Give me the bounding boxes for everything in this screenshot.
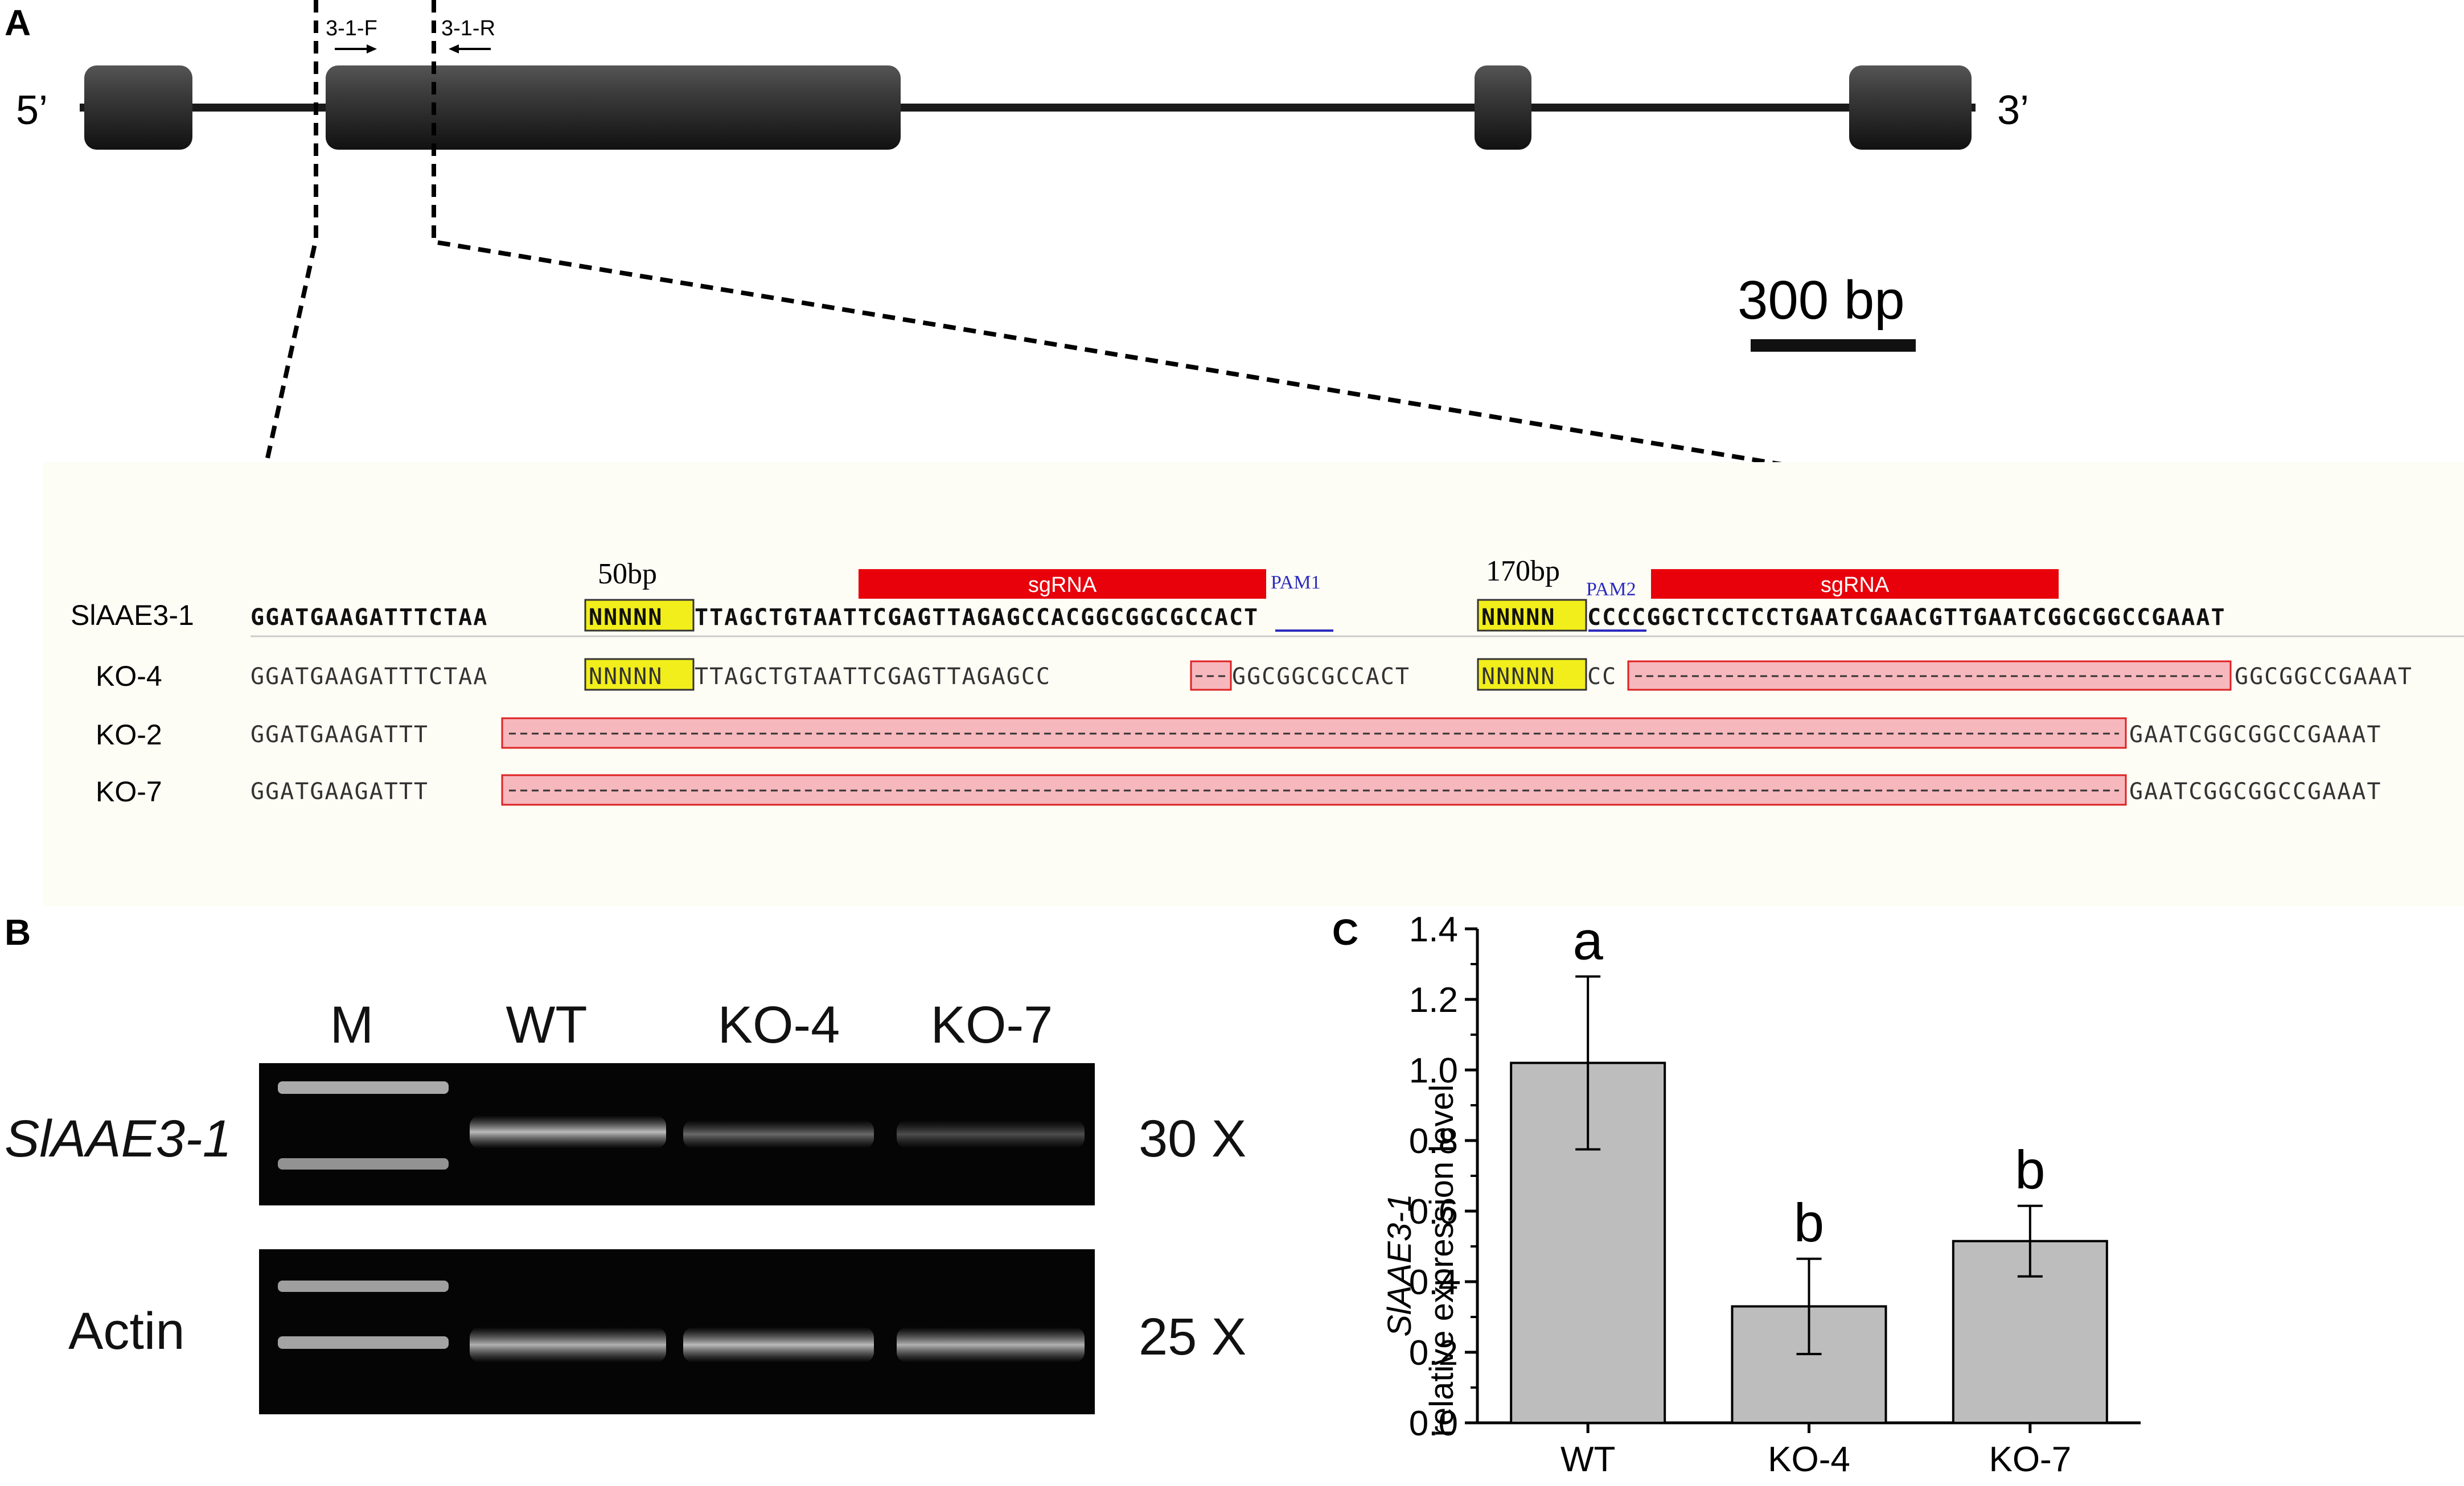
seq-wt-part-1: GGATGAAGATTTCTAA: [250, 604, 488, 631]
seq-ko4-part-4: CC: [1587, 664, 1617, 690]
n-box-wt-2: [1477, 599, 1587, 632]
seq-ko4-n1: NNNNN: [589, 664, 663, 690]
sgrna-1-label: sgRNA: [1028, 573, 1097, 597]
y-tick-label: 0.0: [1409, 1404, 1458, 1443]
x-tick-label: KO-4: [1768, 1440, 1850, 1479]
exon-1: [84, 65, 192, 150]
row-label-wt: SlAAE3-1: [71, 599, 194, 631]
n-box-ko4-1: [584, 658, 695, 691]
sgrna-1: sgRNA: [859, 569, 1266, 599]
y-axis-title-text: relative expression level: [1423, 1085, 1460, 1437]
panel-label-b: B: [5, 912, 31, 953]
band-ko4: [683, 1120, 874, 1149]
x-tick-label: KO-7: [1989, 1440, 2071, 1479]
gel-bottom: [259, 1249, 1095, 1414]
marker-band: [278, 1336, 449, 1349]
y-tick-label: 0.6: [1409, 1192, 1458, 1232]
primer-f-label: 3-1-F: [326, 17, 377, 40]
marker-band: [278, 1158, 449, 1170]
significance-label: b: [1794, 1193, 1824, 1254]
y-axis-title-gene: SlAAE3-1: [1381, 1193, 1418, 1336]
exon-4: [1849, 65, 1972, 150]
deletion-ko2: [501, 717, 2127, 749]
seq-row-ko7: GGATGAAGATTT GAATCGGCGGCCGAAAT: [250, 774, 2381, 806]
seq-ko7-part-1: GGATGAAGATTT: [250, 779, 429, 805]
seq-wt-n1: NNNNN: [589, 604, 663, 631]
annotation-170bp: 170bp: [1486, 555, 1560, 587]
y-tick-label: 0.8: [1409, 1122, 1458, 1161]
seq-ko2-part-1: GGATGAAGATTT: [250, 722, 429, 748]
gel-cycles-top: 30 X: [1139, 1110, 1246, 1168]
y-tick-label: 1.0: [1409, 1051, 1458, 1090]
panel-label-a: A: [5, 2, 31, 43]
exon-3: [1475, 65, 1531, 150]
lane-label-ko4: KO-4: [718, 996, 840, 1054]
primer-f-arrow-icon: [335, 44, 377, 53]
actin-band-ko7: [897, 1327, 1085, 1362]
y-tick-label: 1.2: [1409, 981, 1458, 1020]
row-label-ko2: KO-2: [96, 719, 162, 751]
lane-label-m: M: [330, 996, 374, 1054]
seq-row-ko2: GGATGAAGATTT GAATCGGCGGCCGAAAT: [250, 717, 2381, 749]
annotation-50bp: 50bp: [598, 558, 657, 590]
y-axis-title: SlAAE3-1 relative expression level: [1381, 1085, 1460, 1437]
expression-bar-chart: SlAAE3-1 relative expression level 0.0 0.…: [1381, 910, 2141, 1479]
y-tick-label: 0.2: [1409, 1333, 1458, 1373]
primer-r-arrow-icon: [449, 44, 491, 53]
gel-gene-label: SlAAE3-1: [5, 1110, 232, 1168]
band-wt: [470, 1115, 666, 1149]
scale-bar: 300 bp: [1738, 270, 1916, 352]
scale-bar-label: 300 bp: [1738, 270, 1905, 331]
seq-row-ko4: GGATGAAGATTTCTAA NNNNN TTAGCTGTAATTCGAGT…: [250, 660, 2413, 691]
sgrna-2: sgRNA: [1651, 569, 2059, 599]
panel-label-c: C: [1332, 912, 1358, 953]
seq-ko7-part-2: GAATCGGCGGCCGAAAT: [2129, 779, 2381, 805]
y-tick-label: 1.4: [1409, 910, 1458, 949]
gel-control-label: Actin: [68, 1302, 185, 1360]
gene-model: [80, 65, 1976, 150]
gel-cycles-bottom: 25 X: [1139, 1308, 1246, 1366]
seq-ko4-part-1: GGATGAAGATTTCTAA: [250, 664, 488, 690]
actin-band-wt: [470, 1327, 666, 1362]
n-box-ko4-2: [1477, 658, 1587, 691]
marker-band: [278, 1081, 449, 1094]
scale-bar-line: [1751, 339, 1916, 352]
significance-label: a: [1572, 911, 1603, 972]
seq-ko4-part-3: GGCGGCGCCACT: [1232, 664, 1410, 690]
lane-label-wt: WT: [506, 996, 587, 1054]
three-prime-label: 3’: [1997, 88, 2029, 133]
seq-row-wt: GGATGAAGATTTCTAA NNNNN TTAGCTGTAATTCGAGT…: [250, 604, 2226, 631]
actin-band-ko4: [683, 1327, 874, 1362]
pam1-label: PAM1: [1271, 572, 1321, 593]
y-tick-label: 0.4: [1409, 1263, 1458, 1302]
marker-band: [278, 1281, 449, 1292]
pam2-label: PAM2: [1586, 579, 1636, 600]
five-prime-label: 5’: [16, 88, 48, 133]
seq-wt-n2: NNNNN: [1481, 604, 1555, 631]
sgrna-1-box: [859, 569, 1266, 599]
seq-wt-part-3: CCCCGGCTCCTCCTGAATCGAACGTTGAATCGGCGGCCGA…: [1587, 604, 2226, 631]
seq-ko4-part-2: TTAGCTGTAATTCGAGTTAGAGCC: [695, 664, 1051, 690]
row-label-ko4: KO-4: [96, 660, 162, 692]
band-ko7: [897, 1120, 1085, 1149]
seq-ko2-part-2: GAATCGGCGGCCGAAAT: [2129, 722, 2381, 748]
row-label-ko7: KO-7: [96, 776, 162, 808]
deletion-ko7: [501, 774, 2127, 806]
significance-label: b: [2015, 1140, 2045, 1201]
sgrna-2-label: sgRNA: [1821, 573, 1890, 597]
sgrna-2-box: [1651, 569, 2059, 599]
gel-top: [259, 1063, 1095, 1205]
n-box-wt-1: [584, 599, 695, 632]
seq-wt-part-2: TTAGCTGTAATTCGAGTTAGAGCCACGGCGGCGCCACT: [695, 604, 1259, 631]
lane-label-ko7: KO-7: [931, 996, 1053, 1054]
seq-ko4-part-5: GGCGGCCGAAAT: [2235, 664, 2413, 690]
primer-r-label: 3-1-R: [441, 17, 495, 40]
exon-2: [326, 65, 901, 150]
x-tick-label: WT: [1560, 1440, 1615, 1479]
seq-ko4-n2: NNNNN: [1481, 664, 1555, 690]
